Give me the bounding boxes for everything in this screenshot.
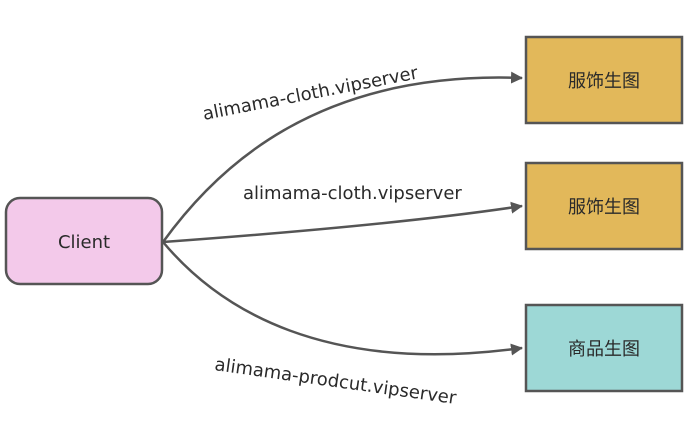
target-box-1 (524, 35, 684, 125)
target-box-3 (524, 303, 684, 393)
edge-client-to-target-1 (161, 71, 523, 243)
target-label-1: 服饰生图 (568, 71, 640, 92)
target-box-2 (524, 161, 684, 251)
edge-label-3: alimama-prodcut.vipserver (213, 354, 458, 409)
target-node-1: 服饰生图 (524, 35, 684, 125)
client-node: Client (4, 196, 164, 286)
edge-label-2: alimama-cloth.vipserver (243, 183, 462, 204)
target-label-3: 商品生图 (568, 339, 640, 360)
client-label: Client (58, 232, 110, 253)
edge-client-to-target-2 (162, 201, 523, 244)
target-node-2: 服饰生图 (524, 161, 684, 251)
target-label-2: 服饰生图 (568, 197, 640, 218)
edge-client-to-target-3 (162, 241, 523, 356)
target-node-3: 商品生图 (524, 303, 684, 393)
client-box (4, 196, 164, 286)
